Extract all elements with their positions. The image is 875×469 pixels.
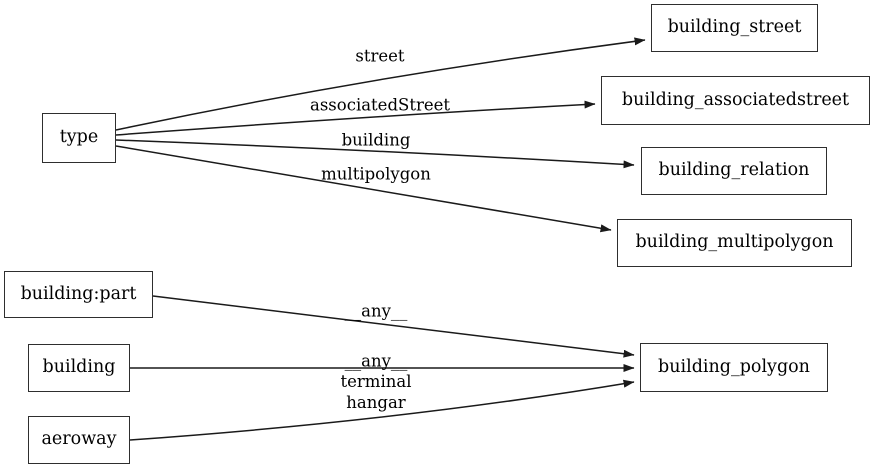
- edge-label-e2: associatedStreet: [309, 95, 451, 115]
- edge-type-to-building_relation: [115, 139, 635, 169]
- node-label: building_associatedstreet: [621, 89, 850, 110]
- edge-type-to-building_associatedstreet: [115, 100, 596, 136]
- node-label: aeroway: [41, 429, 117, 450]
- node-label: type: [59, 127, 99, 148]
- edge-label-e6: __any__: [344, 351, 408, 371]
- node-building[interactable]: building: [28, 344, 130, 392]
- edge-label-e4: multipolygon: [321, 164, 431, 184]
- node-label: building: [42, 357, 116, 378]
- node-building_multipolygon[interactable]: building_multipolygon: [617, 219, 852, 267]
- node-building_polygon[interactable]: building_polygon: [640, 343, 828, 392]
- edge-paths: [115, 37, 646, 441]
- node-label: building:part: [20, 283, 137, 304]
- edge-label-e3: building: [341, 130, 411, 150]
- edge-label-e5: __any__: [344, 301, 408, 321]
- edge-label-line: terminal: [340, 371, 412, 391]
- edge-type-to-building_street: [115, 37, 646, 131]
- node-building_relation[interactable]: building_relation: [641, 147, 827, 195]
- edge-label-line: hangar: [346, 393, 406, 412]
- node-label: building_street: [667, 17, 802, 38]
- node-aeroway[interactable]: aeroway: [28, 416, 130, 464]
- node-label: building_polygon: [658, 356, 810, 377]
- node-building_associatedstreet[interactable]: building_associatedstreet: [601, 76, 870, 125]
- edge-aeroway-to-building_polygon: [129, 379, 635, 441]
- edge-label-e7: terminal hangar: [341, 371, 412, 413]
- edge-type-to-building_multipolygon: [115, 145, 612, 233]
- node-label: building_relation: [658, 160, 810, 181]
- node-building_part[interactable]: building:part: [4, 271, 153, 318]
- node-label: building_multipolygon: [635, 232, 834, 253]
- edge-label-e1: street: [355, 46, 405, 66]
- node-building_street[interactable]: building_street: [651, 4, 818, 52]
- node-type[interactable]: type: [42, 113, 116, 163]
- edge-building_part-to-building_polygon: [152, 295, 635, 358]
